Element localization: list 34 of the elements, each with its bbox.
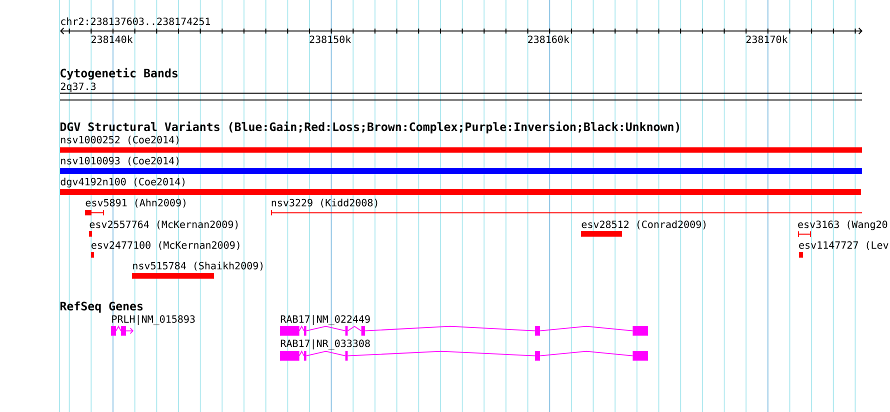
node-label: dgv4192n100 (Coe2014) [60, 178, 185, 188]
variant-bar: dgv4192n100 (Coe2014) [60, 178, 862, 195]
variant-bar: nsv1010093 (Coe2014) [60, 156, 862, 174]
node-label: esv1147727 (Lev [799, 241, 888, 250]
track-title: DGV Structural Variants (Blue:Gain;Red:Loss;Brown:Complex;Purple:Inversion;Black:Unknown) [60, 122, 680, 134]
variant-bar: esv28512 (Conrad2009) [581, 220, 706, 237]
variant-bar: esv3163 (Wang20 [798, 220, 888, 238]
node-label: esv2477100 (McKernan2009) [92, 241, 240, 250]
variant-bar: esv2477100 (McKernan2009) [91, 241, 240, 258]
variant-bar: esv5891 (Ahn2009) [85, 198, 186, 216]
node-label: nsv1010093 (Coe2014) [61, 156, 179, 166]
node-label: PRLH|NM_015893 [112, 315, 195, 326]
gene-model: PRLH|NM_015893 [111, 315, 195, 336]
tick-label: 238150k [310, 35, 352, 44]
gene-model: RAB17|NM_022449 [280, 315, 648, 336]
node-label: esv28512 (Conrad2009) [582, 220, 706, 230]
cytoband: 2q37.3 [60, 82, 863, 100]
track-title: RefSeq Genes [60, 302, 143, 313]
node-label: nsv515784 (Shaikh2009) [133, 262, 263, 271]
variant-bar: esv1147727 (Lev [799, 241, 888, 258]
tick-label: 238140k [91, 35, 133, 44]
tick-label: 238160k [528, 35, 570, 44]
node-label: nsv1000252 (Coe2014) [61, 136, 179, 145]
node-label: esv5891 (Ahn2009) [86, 198, 186, 208]
gene-model: RAB17|NR_033308 [280, 339, 648, 361]
variant-bar: esv2557764 (McKernan2009) [89, 220, 238, 237]
node-label: RAB17|NM_022449 [280, 315, 370, 326]
variant-bar: nsv1000252 (Coe2014) [60, 136, 862, 153]
node-label: RAB17|NR_033308 [280, 339, 370, 350]
variant-bar: nsv3229 (Kidd2008) [271, 198, 863, 216]
tick-label: 238170k [746, 35, 788, 44]
variant-bar: nsv515784 (Shaikh2009) [132, 262, 263, 279]
node-label: esv2557764 (McKernan2009) [90, 220, 238, 230]
location-text: chr2:238137603..238174251 [61, 17, 210, 26]
